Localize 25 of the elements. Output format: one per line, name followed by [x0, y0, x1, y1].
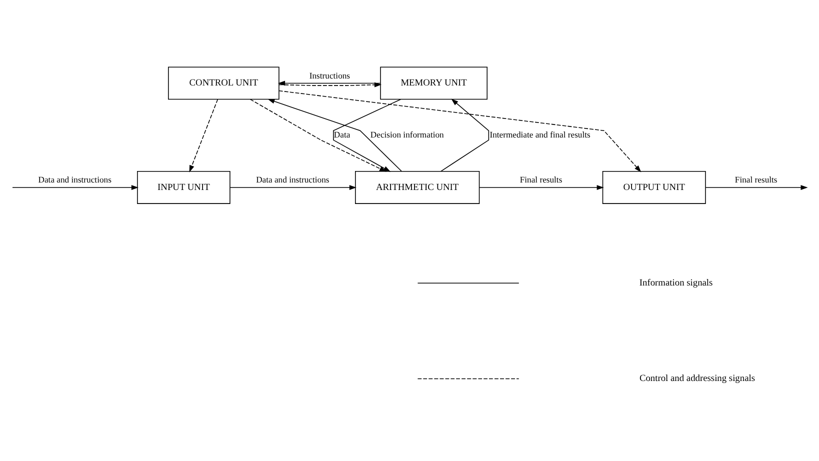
node-box: CONTROL UNIT [168, 66, 280, 100]
node-box: MEMORY UNIT [380, 66, 488, 100]
arrow [479, 184, 604, 190]
node-box: INPUT UNIT [137, 170, 230, 204]
arrow [333, 98, 402, 172]
arrow [12, 184, 138, 190]
edge-label: Instructions [309, 70, 350, 80]
legend-label: Control and addressing signals [639, 374, 756, 384]
node-box: OUTPUT UNIT [602, 170, 706, 204]
edge-label: Intermediate and final results [490, 129, 590, 140]
edge-label: Final results [520, 174, 562, 184]
node-box: ARITHMETIC UNIT [355, 170, 480, 204]
arrow [705, 184, 808, 190]
arrow [189, 98, 218, 172]
arrow [440, 98, 490, 172]
edge-label: Data and instructions [256, 174, 330, 184]
arrow [230, 184, 356, 190]
legend-label: Information signals [639, 278, 713, 288]
arrow [268, 98, 402, 172]
edge-label: Data [334, 129, 350, 140]
edge-label: Decision information [370, 129, 444, 140]
arrow [250, 98, 387, 172]
edge-label: Data and instructions [38, 174, 112, 184]
edge-label: Final results [734, 174, 778, 184]
arrow [278, 90, 642, 172]
